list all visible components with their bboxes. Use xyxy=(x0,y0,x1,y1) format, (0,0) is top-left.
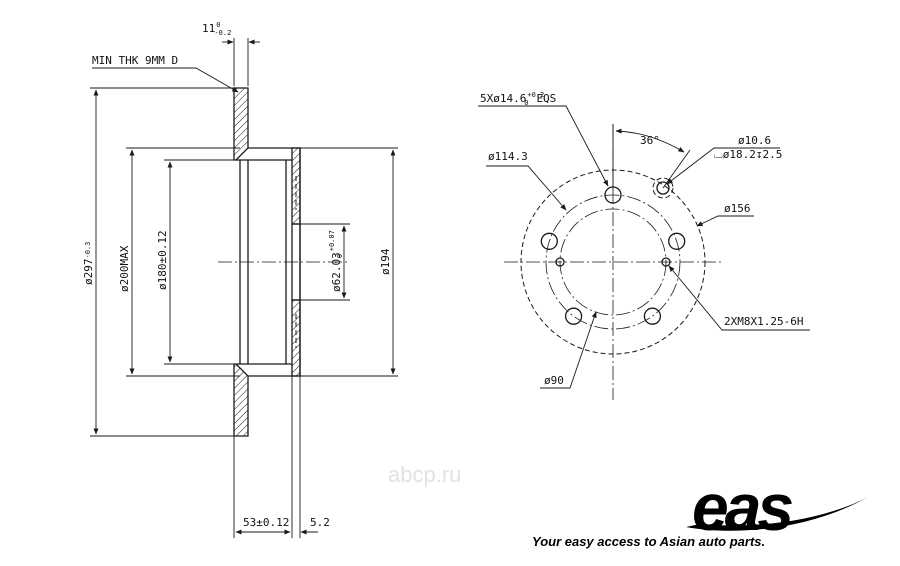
counterbore-hole xyxy=(656,181,670,195)
bolt-hole xyxy=(564,307,583,325)
disc-ring-bottom xyxy=(233,363,249,437)
circle-90 xyxy=(559,208,667,316)
dia-90-leader xyxy=(540,311,597,389)
dia-156-label: ø156 xyxy=(724,202,751,215)
brand-slogan: Your easy access to Asian auto parts. xyxy=(532,534,765,549)
brand-logo: eas xyxy=(692,470,792,544)
pcd-label: ø114.3 xyxy=(488,150,528,163)
dia-90-label: ø90 xyxy=(544,374,564,387)
logo-swoosh xyxy=(686,497,868,531)
bolt-hole xyxy=(540,232,558,250)
counterbore-label: ⌴ø18.2↧2.5 xyxy=(714,148,782,161)
dim-200-label: ø200MAX xyxy=(118,245,131,292)
watermark: abcp.ru xyxy=(388,462,461,487)
bolt-holes-leader xyxy=(478,105,609,187)
side-section-view: ø297-0.3 ø200MAX ø180±0.12 ø194 ø62.03+0… xyxy=(82,21,398,538)
bolt-hole xyxy=(643,307,662,325)
thread-leader xyxy=(668,265,810,331)
dia-156-leader xyxy=(696,215,754,227)
angle-arc xyxy=(615,128,685,153)
dim-53-label: 53±0.12 xyxy=(243,516,289,529)
hole-10-label: ø10.6 xyxy=(738,134,771,147)
pcd-leader xyxy=(486,165,567,211)
bolt-hole xyxy=(668,232,686,250)
thread-hole-left xyxy=(555,257,565,267)
thread-label: 2XM8X1.25-6H xyxy=(724,315,803,328)
thread-hole-right xyxy=(661,257,671,267)
dim-52-label: 5.2 xyxy=(310,516,330,529)
counterbore-outer xyxy=(652,177,674,199)
dim-11-label: 110-0.2 xyxy=(202,21,231,37)
brand-block: eas Your easy access to Asian auto parts… xyxy=(532,470,868,549)
circle-pcd-114 xyxy=(545,194,681,330)
hole-10-leader xyxy=(666,147,780,185)
dim-297-label: ø297-0.3 xyxy=(82,242,95,285)
min-thickness-leader xyxy=(92,67,239,93)
min-thickness-label: MIN THK 9MM D xyxy=(92,54,178,67)
dim-62-label: ø62.03+0.070 xyxy=(328,230,344,292)
dim-194-label: ø194 xyxy=(379,248,392,275)
dim-180-label: ø180±0.12 xyxy=(156,230,169,290)
bolt-hole-group xyxy=(540,186,686,325)
disc-ring-top xyxy=(233,87,249,161)
angle-label: 36° xyxy=(640,134,660,147)
